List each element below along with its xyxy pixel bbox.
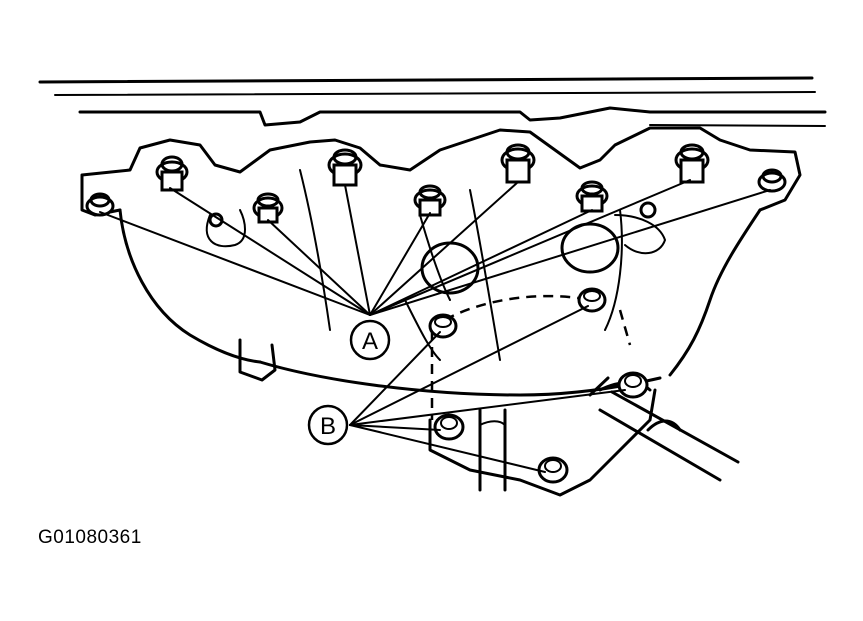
lower-nuts	[428, 287, 649, 484]
nut-a2	[155, 155, 189, 192]
nut-a9	[757, 168, 787, 193]
stud-a10	[639, 201, 657, 219]
leader-lines-b	[349, 305, 626, 473]
nut-b2	[577, 287, 607, 313]
figure-id-label: G01080361	[38, 527, 142, 548]
nut-a3	[252, 192, 284, 224]
heat-shield-dashed	[430, 294, 632, 420]
callout-b-label: B	[320, 413, 336, 440]
leader-lines-a	[99, 179, 771, 316]
nut-b3	[617, 371, 649, 399]
nut-b1	[428, 313, 458, 339]
cylinder-head-outline	[38, 76, 827, 127]
nut-a8	[674, 143, 710, 184]
nut-b5	[537, 456, 569, 484]
callout-a-label: A	[362, 328, 378, 355]
exhaust-ports	[420, 222, 620, 295]
callout-a: A	[349, 319, 391, 361]
callout-b: B	[307, 404, 349, 446]
nut-a5	[413, 184, 447, 217]
nut-a7	[575, 180, 609, 213]
nut-a1	[85, 192, 115, 217]
manifold-nuts	[85, 143, 787, 228]
exhaust-pipe	[588, 376, 740, 482]
nut-b4	[433, 413, 465, 441]
nut-a4	[327, 148, 363, 187]
nut-a6	[500, 143, 536, 184]
